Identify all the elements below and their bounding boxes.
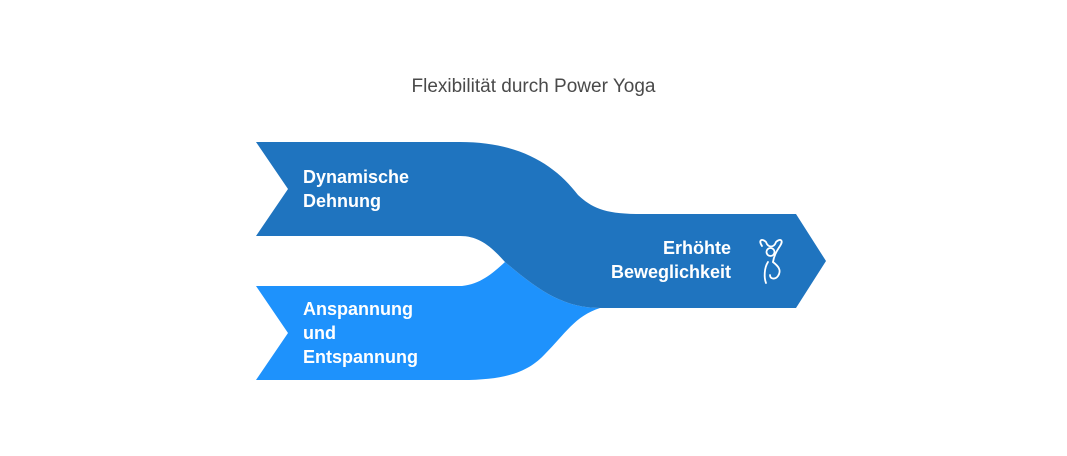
diagram-title: Flexibilität durch Power Yoga xyxy=(411,76,656,97)
input-arrow-dynamic-stretching xyxy=(256,142,826,308)
input-arrow-tension-relaxation xyxy=(256,262,600,380)
output-label-line: Erhöhte xyxy=(662,238,731,258)
input-label-line: Anspannung xyxy=(303,299,413,319)
output-label-increased-mobility: Erhöhte Beweglichkeit xyxy=(611,236,731,284)
input-label-line: Dehnung xyxy=(303,191,381,211)
input-label-line: und xyxy=(303,323,336,343)
input-label-dynamic-stretching: Dynamische Dehnung xyxy=(303,165,409,213)
flexible-figure-icon xyxy=(759,239,783,284)
input-label-line: Entspannung xyxy=(303,347,418,367)
input-label-tension-relaxation: Anspannung und Entspannung xyxy=(303,297,418,369)
output-label-line: Beweglichkeit xyxy=(610,262,731,282)
input-label-line: Dynamische xyxy=(303,167,410,187)
